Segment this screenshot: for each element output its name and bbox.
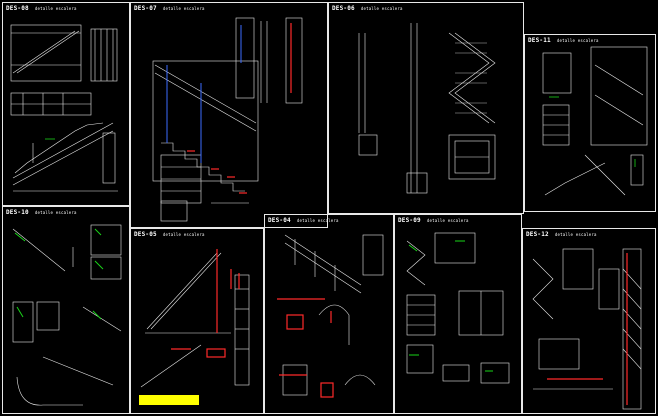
stair-plan-drawing bbox=[358, 23, 496, 194]
stair-stringer-drawing bbox=[139, 249, 250, 405]
stair-connection-details-drawing bbox=[12, 224, 122, 406]
stair-support-drawing bbox=[532, 248, 642, 410]
stair-floor-plan-drawing bbox=[406, 232, 510, 384]
stair-railing-section-drawing bbox=[152, 17, 303, 222]
stair-detail-drawing bbox=[542, 46, 648, 196]
stair-handrail-drawing bbox=[277, 234, 384, 398]
yellow-strip bbox=[139, 395, 199, 405]
stair-elevation-drawing bbox=[10, 24, 118, 192]
